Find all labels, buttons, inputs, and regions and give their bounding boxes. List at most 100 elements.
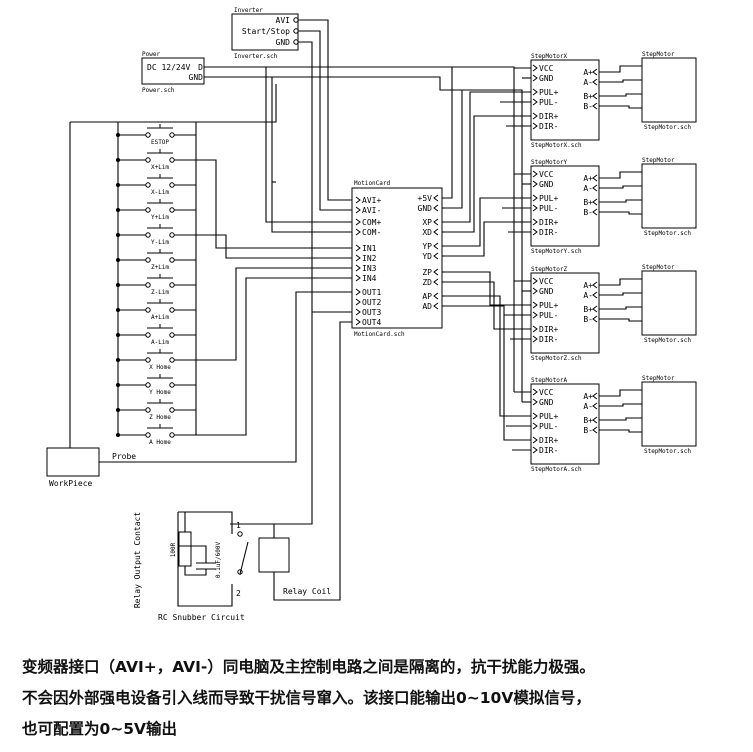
motor-title-3: StepMotor xyxy=(642,375,675,382)
switch-contact xyxy=(169,232,175,238)
pin-marker xyxy=(532,74,538,82)
driver-0-left-pin-3: PUL- xyxy=(539,98,558,107)
wire xyxy=(599,93,642,97)
pin-marker xyxy=(532,218,538,226)
motor-box-0 xyxy=(641,57,697,123)
switch-label-11: Z Home xyxy=(149,414,171,421)
motion-card-left-pin-2: COM+ xyxy=(362,218,381,227)
switch-label-0: ESTOP xyxy=(151,139,169,146)
inverter-pin-0: AVI xyxy=(276,16,291,25)
wiring-schematic: InverterAVIStart/StopGNDInverter.schPowe… xyxy=(46,7,697,622)
caption: 变频器接口（AVI+，AVI-）同电脑及主控制电路之间是隔离的，抗干扰能力极强。… xyxy=(22,652,737,745)
driver-3-right-pin-0: A+ xyxy=(583,392,593,401)
wire xyxy=(273,321,352,601)
pin-marker xyxy=(592,416,598,424)
pin-marker xyxy=(592,305,598,313)
switch-contact xyxy=(145,432,151,438)
pin-marker xyxy=(592,281,598,289)
power-pin-gnd: GND xyxy=(189,73,204,82)
driver-title-3: StepMotorA xyxy=(531,377,568,384)
wire xyxy=(599,79,642,83)
switch-contact xyxy=(169,357,175,363)
junction-dot xyxy=(116,208,120,212)
pin-marker xyxy=(355,228,361,236)
motor-title-1: StepMotor xyxy=(642,157,675,164)
driver-2-right-pin-3: B- xyxy=(583,315,593,324)
wire xyxy=(599,185,642,189)
relay-pin-2: 2 xyxy=(236,589,241,598)
driver-file-3: StepMotorA.sch xyxy=(531,466,582,473)
wire xyxy=(204,76,463,209)
driver-2-left-pin-5: DIR- xyxy=(539,335,558,344)
caption-line-1: 变频器接口（AVI+，AVI-）同电脑及主控制电路之间是隔离的，抗干扰能力极强。 xyxy=(22,658,595,676)
components xyxy=(46,13,697,575)
driver-2-left-pin-0: VCC xyxy=(539,277,554,286)
motion-card-left-pin-4: IN1 xyxy=(362,244,377,253)
pin-marker xyxy=(433,194,439,202)
inverter-pin-1: Start/Stop xyxy=(242,27,290,36)
motion-card-right-pin-9: AD xyxy=(422,302,432,311)
pin-marker xyxy=(532,412,538,420)
pin-marker xyxy=(532,170,538,178)
wire xyxy=(204,76,352,233)
wire xyxy=(273,312,313,538)
switch-contact xyxy=(169,307,175,313)
motor-file-1: StepMotor.sch xyxy=(644,230,691,237)
relay-contact-1 xyxy=(237,531,243,537)
wire xyxy=(599,278,642,286)
pin-marker xyxy=(532,204,538,212)
motion-card-left-pin-9: OUT2 xyxy=(362,298,381,307)
switch-contact xyxy=(145,257,151,263)
relay-blade xyxy=(239,541,249,575)
wire xyxy=(204,66,352,223)
power-title: Power xyxy=(142,51,160,58)
pin-marker xyxy=(433,292,439,300)
wire xyxy=(462,89,523,402)
driver-1-left-pin-2: PUL+ xyxy=(539,194,558,203)
switch-label-5: Z+Lim xyxy=(151,264,169,271)
switch-label-12: A Home xyxy=(149,439,171,446)
driver-3-left-pin-4: DIR+ xyxy=(539,436,558,445)
motor-box-2 xyxy=(641,270,697,336)
driver-2-right-pin-0: A+ xyxy=(583,281,593,290)
driver-2-left-pin-4: DIR+ xyxy=(539,325,558,334)
wire xyxy=(118,84,277,123)
wire xyxy=(599,389,642,397)
driver-1-right-pin-2: B+ xyxy=(583,198,593,207)
pin-marker xyxy=(532,436,538,444)
pin-marker xyxy=(532,422,538,430)
relay-coil-box xyxy=(258,537,290,573)
wire xyxy=(599,403,642,407)
wire xyxy=(196,277,352,436)
wire xyxy=(599,105,642,109)
inverter-file: Inverter.sch xyxy=(234,53,278,60)
wire xyxy=(184,566,207,576)
relay-contact-2 xyxy=(237,569,243,575)
driver-2-left-pin-3: PUL- xyxy=(539,311,558,320)
driver-0-left-pin-1: GND xyxy=(539,74,554,83)
switch-label-7: A+Lim xyxy=(151,314,169,321)
switch-label-9: X Home xyxy=(149,364,171,371)
driver-file-2: StepMotorZ.sch xyxy=(531,355,582,362)
pin-marker xyxy=(532,388,538,396)
driver-1-right-pin-1: A- xyxy=(583,184,593,193)
switch-label-1: X+Lim xyxy=(151,164,169,171)
switch-contact xyxy=(145,282,151,288)
motor-title-0: StepMotor xyxy=(642,51,675,58)
wire xyxy=(599,171,642,179)
motion-card-left-pin-0: AVI+ xyxy=(362,196,381,205)
pin-marker xyxy=(433,218,439,226)
driver-box-2 xyxy=(530,272,600,354)
switch-contact xyxy=(169,332,175,338)
wire xyxy=(99,291,352,463)
relay-coil-label: Relay Coil xyxy=(283,587,331,596)
pin-marker xyxy=(355,244,361,252)
pin-marker xyxy=(532,335,538,343)
inverter-pin-2: GND xyxy=(276,38,291,47)
motion-card-left-pin-7: IN4 xyxy=(362,274,377,283)
junction-dot xyxy=(116,158,120,162)
driver-0-right-pin-2: B+ xyxy=(583,92,593,101)
switch-label-3: Y+Lim xyxy=(151,214,169,221)
wire xyxy=(442,115,531,233)
driver-1-left-pin-3: PUL- xyxy=(539,204,558,213)
